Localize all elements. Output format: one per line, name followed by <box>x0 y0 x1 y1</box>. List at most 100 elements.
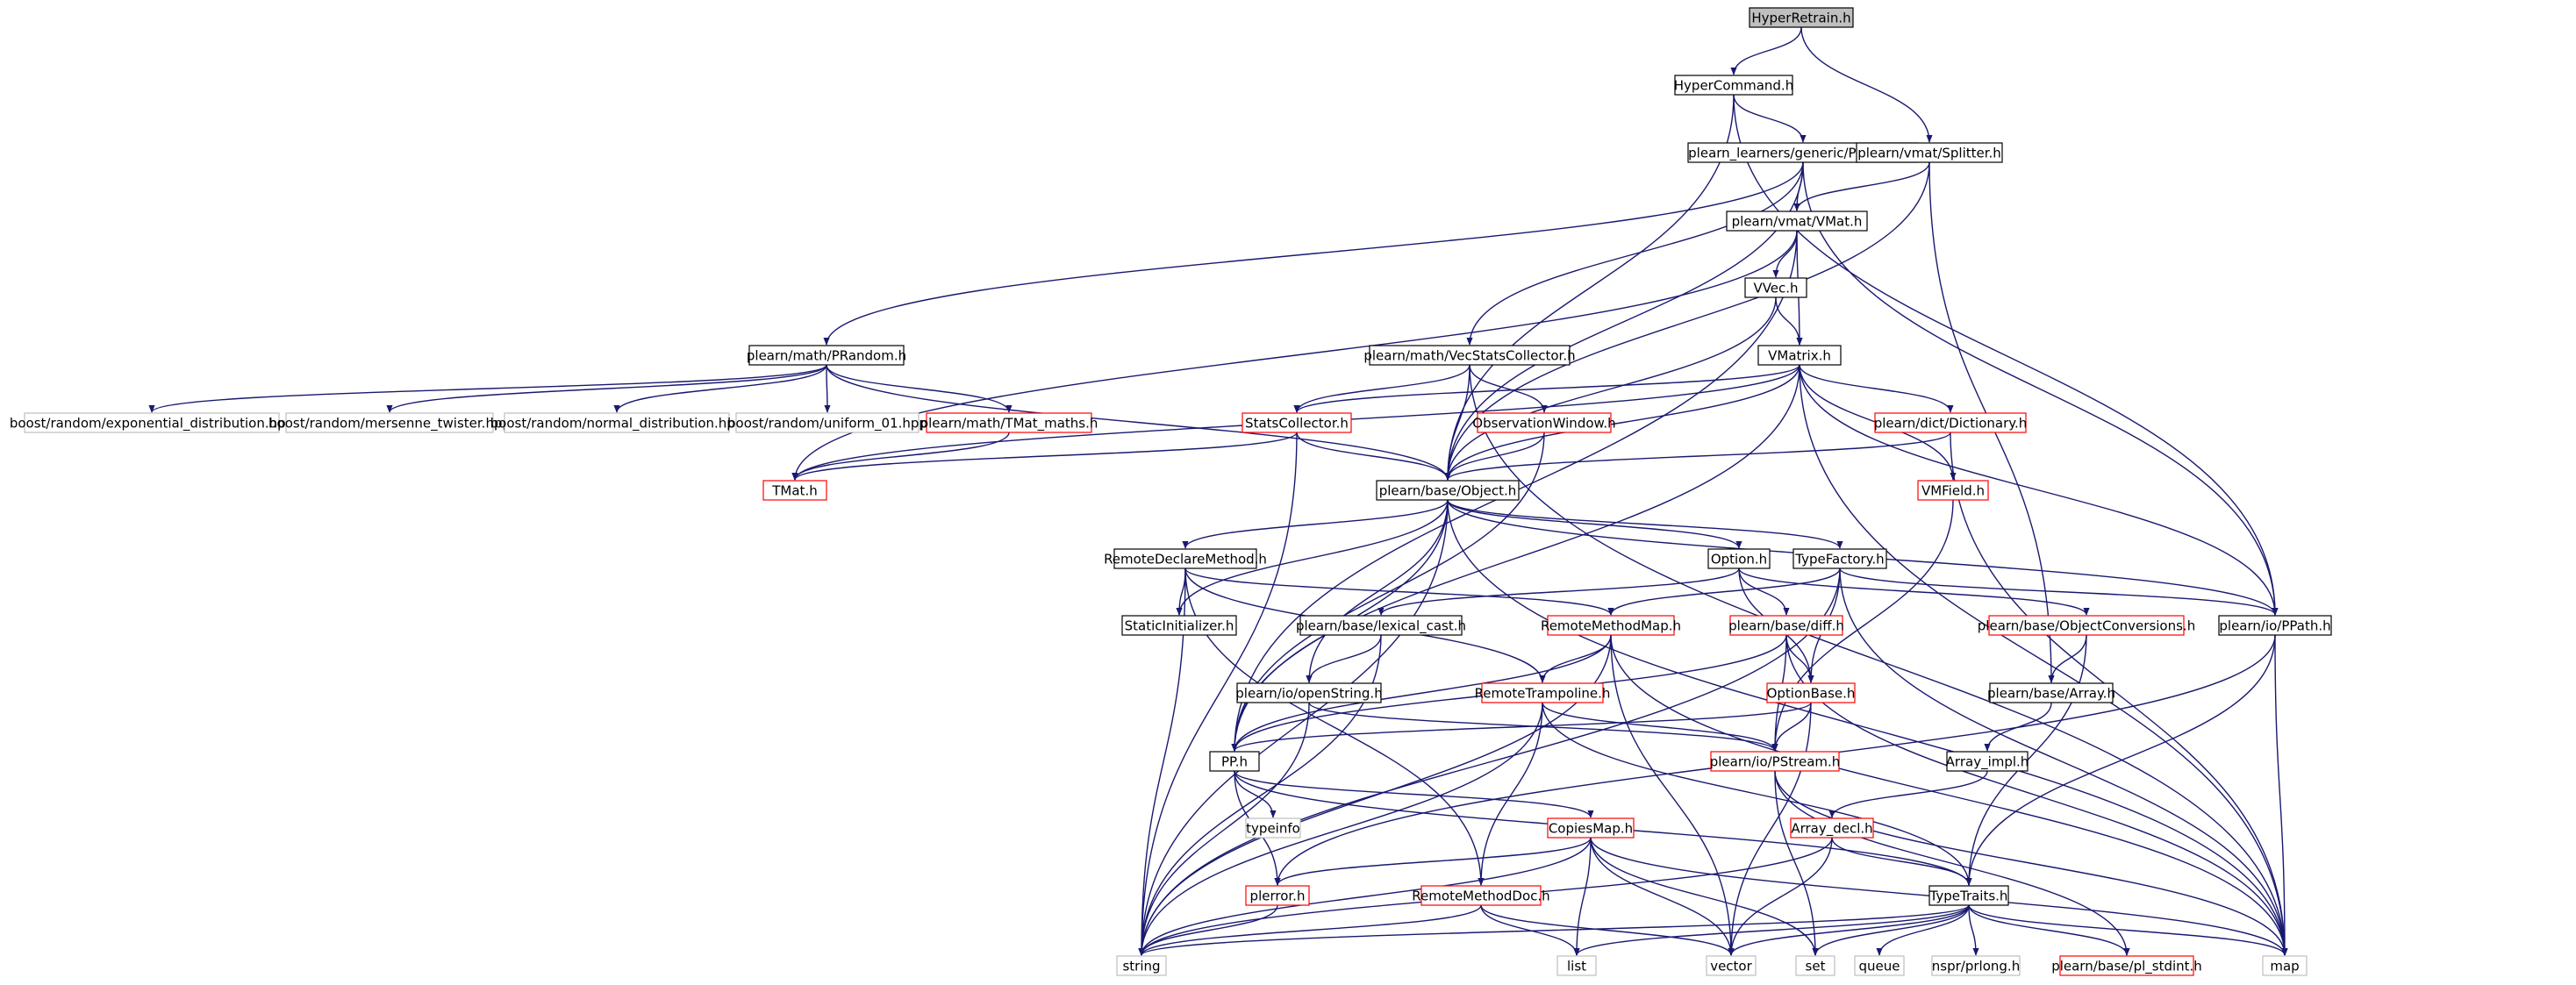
node-plearn-math-prandom-h[interactable]: plearn/math/PRandom.h <box>747 345 906 366</box>
node-label: plearn/vmat/VMat.h <box>1732 214 1863 230</box>
node-label: plearn/math/TMat_maths.h <box>920 416 1098 432</box>
node-pp-h[interactable]: PP.h <box>1209 751 1260 772</box>
node-staticinitializer-h[interactable]: StaticInitializer.h <box>1121 615 1237 636</box>
edge-remotemethoddoc-h-to-string <box>1138 904 1482 956</box>
node-box <box>1790 817 1874 839</box>
node-plearn-vmat-splitter-h[interactable]: plearn/vmat/Splitter.h <box>1856 142 2003 163</box>
edge-plearn-dict-dictionary-h-to-plearn-base-object-h <box>1444 432 1951 481</box>
node-plearn-base-objectconversions-h[interactable]: plearn/base/ObjectConversions.h <box>1978 615 2195 636</box>
edge-vmatrix-h-to-statscollector-h <box>1293 364 1800 413</box>
node-plearn-io-openstring-h[interactable]: plearn/io/openString.h <box>1235 682 1383 703</box>
edge-array-decl-h-to-vector <box>1728 837 1833 956</box>
node-plearn-base-object-h[interactable]: plearn/base/Object.h <box>1376 480 1520 501</box>
node-plearn-base-array-h[interactable]: plearn/base/Array.h <box>1987 682 2115 703</box>
node-box <box>2218 615 2332 636</box>
node-plerror-h[interactable]: plerror.h <box>1245 885 1310 906</box>
node-box <box>735 412 919 433</box>
edge-option-h-to-plearn-base-lexical-cast-h <box>1377 567 1740 616</box>
node-plearn-io-pstream-h[interactable]: plearn/io/PStream.h <box>1710 751 1841 772</box>
node-plearn-io-ppath-h[interactable]: plearn/io/PPath.h <box>2218 615 2332 636</box>
node-set: set <box>1795 955 1835 976</box>
node-map: map <box>2262 955 2308 976</box>
node-remotedeclaremethod-h[interactable]: RemoteDeclareMethod.h <box>1104 548 1267 569</box>
node-optionbase-h[interactable]: OptionBase.h <box>1766 682 1856 703</box>
node-label: HyperRetrain.h <box>1751 11 1850 26</box>
node-vmatrix-h[interactable]: VMatrix.h <box>1757 345 1842 366</box>
node-box <box>926 412 1092 433</box>
node-observationwindow-h[interactable]: ObservationWindow.h <box>1472 412 1616 433</box>
node-box <box>1556 955 1597 976</box>
node-typetraits-h[interactable]: TypeTraits.h <box>1928 885 2009 906</box>
node-label: VVec.h <box>1753 281 1798 296</box>
node-label: plearn/base/diff.h <box>1728 618 1844 634</box>
edge-plearn-base-objectconversions-h-to-plearn-base-array-h <box>2048 634 2087 683</box>
node-option-h[interactable]: Option.h <box>1707 548 1771 569</box>
node-boost-random-uniform-01-hpp: boost/random/uniform_01.hpp <box>727 412 927 433</box>
node-label: StaticInitializer.h <box>1125 618 1234 634</box>
node-label: Array_impl.h <box>1946 754 2029 771</box>
edge-plearn-vmat-vmat-h-to-tmat-h <box>791 230 1798 481</box>
node-vmfield-h[interactable]: VMField.h <box>1917 480 1989 501</box>
edge-copiesmap-h-to-plerror-h <box>1274 837 1592 886</box>
edge-plearn-base-array-h-to-array-impl-h <box>1984 702 2052 752</box>
node-plearn-dict-dictionary-h[interactable]: plearn/dict/Dictionary.h <box>1874 412 2028 433</box>
node-plearn-vmat-vmat-h[interactable]: plearn/vmat/VMat.h <box>1726 211 1868 232</box>
edge-plearn-io-openstring-h-to-plearn-io-pstream-h <box>1308 702 1778 752</box>
node-box <box>1710 751 1840 772</box>
node-tmat-h[interactable]: TMat.h <box>762 480 827 501</box>
node-box <box>1376 480 1520 501</box>
node-typefactory-h[interactable]: TypeFactory.h <box>1792 548 1887 569</box>
edge-statscollector-h-to-string <box>1138 432 1298 956</box>
edge-vvec-h-to-plearn-base-object-h <box>1444 296 1777 481</box>
node-remotetrampoline-h[interactable]: RemoteTrampoline.h <box>1475 682 1611 703</box>
node-label: StatsCollector.h <box>1245 416 1349 432</box>
node-plearn-math-vecstatscollector-h[interactable]: plearn/math/VecStatsCollector.h <box>1363 345 1576 366</box>
node-statscollector-h[interactable]: StatsCollector.h <box>1241 412 1352 433</box>
node-remotemethodmap-h[interactable]: RemoteMethodMap.h <box>1541 615 1681 636</box>
node-box <box>1749 7 1854 28</box>
node-box <box>1856 142 2003 163</box>
node-vvec-h[interactable]: VVec.h <box>1744 277 1807 298</box>
edge-plearn-dict-dictionary-h-to-map <box>1950 432 2288 956</box>
node-label: HyperCommand.h <box>1674 78 1793 94</box>
edge-hypercommand-h-to-plearn-io-ppath-h <box>1733 94 2279 616</box>
node-box <box>1245 817 1301 839</box>
node-box <box>1792 548 1887 569</box>
node-plearn-math-tmat-maths-h[interactable]: plearn/math/TMat_maths.h <box>920 412 1098 433</box>
node-label: OptionBase.h <box>1767 686 1856 702</box>
edge-typetraits-h-to-list <box>1573 904 1970 956</box>
node-box <box>1113 548 1257 569</box>
node-array-impl-h[interactable]: Array_impl.h <box>1946 751 2029 772</box>
node-box <box>2262 955 2308 976</box>
node-remotemethoddoc-h[interactable]: RemoteMethodDoc.h <box>1412 885 1550 906</box>
node-box <box>1706 955 1757 976</box>
edge-statscollector-h-to-tmat-h <box>791 432 1298 481</box>
node-label: Array_decl.h <box>1791 821 1872 838</box>
node-array-decl-h[interactable]: Array_decl.h <box>1790 817 1874 839</box>
node-label: TMat.h <box>771 483 817 499</box>
node-box <box>1121 615 1237 636</box>
edge-plearn-base-object-h-to-map <box>1447 499 2288 956</box>
node-label: plearn/base/Array.h <box>1987 686 2115 702</box>
edge-plearn-learners-generic-plearner-h-to-plearn-io-ppath-h <box>1802 161 2279 616</box>
edge-vvec-h-to-vmatrix-h <box>1775 296 1803 346</box>
edge-remotetrampoline-h-to-plearn-io-pstream-h <box>1542 702 1778 752</box>
node-label: TypeTraits.h <box>1929 889 2008 904</box>
node-plearn-base-lexical-cast-h[interactable]: plearn/base/lexical_cast.h <box>1296 615 1466 636</box>
node-label: plearn/base/lexical_cast.h <box>1296 618 1466 635</box>
node-label: vector <box>1710 959 1752 974</box>
edge-remotemethodmap-h-to-vector <box>1610 634 1735 956</box>
node-hypercommand-h[interactable]: HyperCommand.h <box>1674 75 1793 96</box>
edge-optionbase-h-to-pp-h <box>1231 702 1812 752</box>
node-copiesmap-h[interactable]: CopiesMap.h <box>1547 817 1635 839</box>
node-label: RemoteTrampoline.h <box>1475 686 1611 702</box>
node-box <box>1988 615 2185 636</box>
node-box <box>1744 277 1807 298</box>
edge-plearn-base-object-h-to-string <box>1138 499 1449 956</box>
node-box <box>1236 682 1382 703</box>
edge-typetraits-h-to-queue <box>1876 904 1970 956</box>
edge-plearn-math-vecstatscollector-h-to-map <box>1469 364 2288 956</box>
node-box <box>1477 412 1612 433</box>
node-plearn-base-diff-h[interactable]: plearn/base/diff.h <box>1728 615 1844 636</box>
node-plearn-base-pl-stdint-h[interactable]: plearn/base/pl_stdint.h <box>2051 955 2202 976</box>
